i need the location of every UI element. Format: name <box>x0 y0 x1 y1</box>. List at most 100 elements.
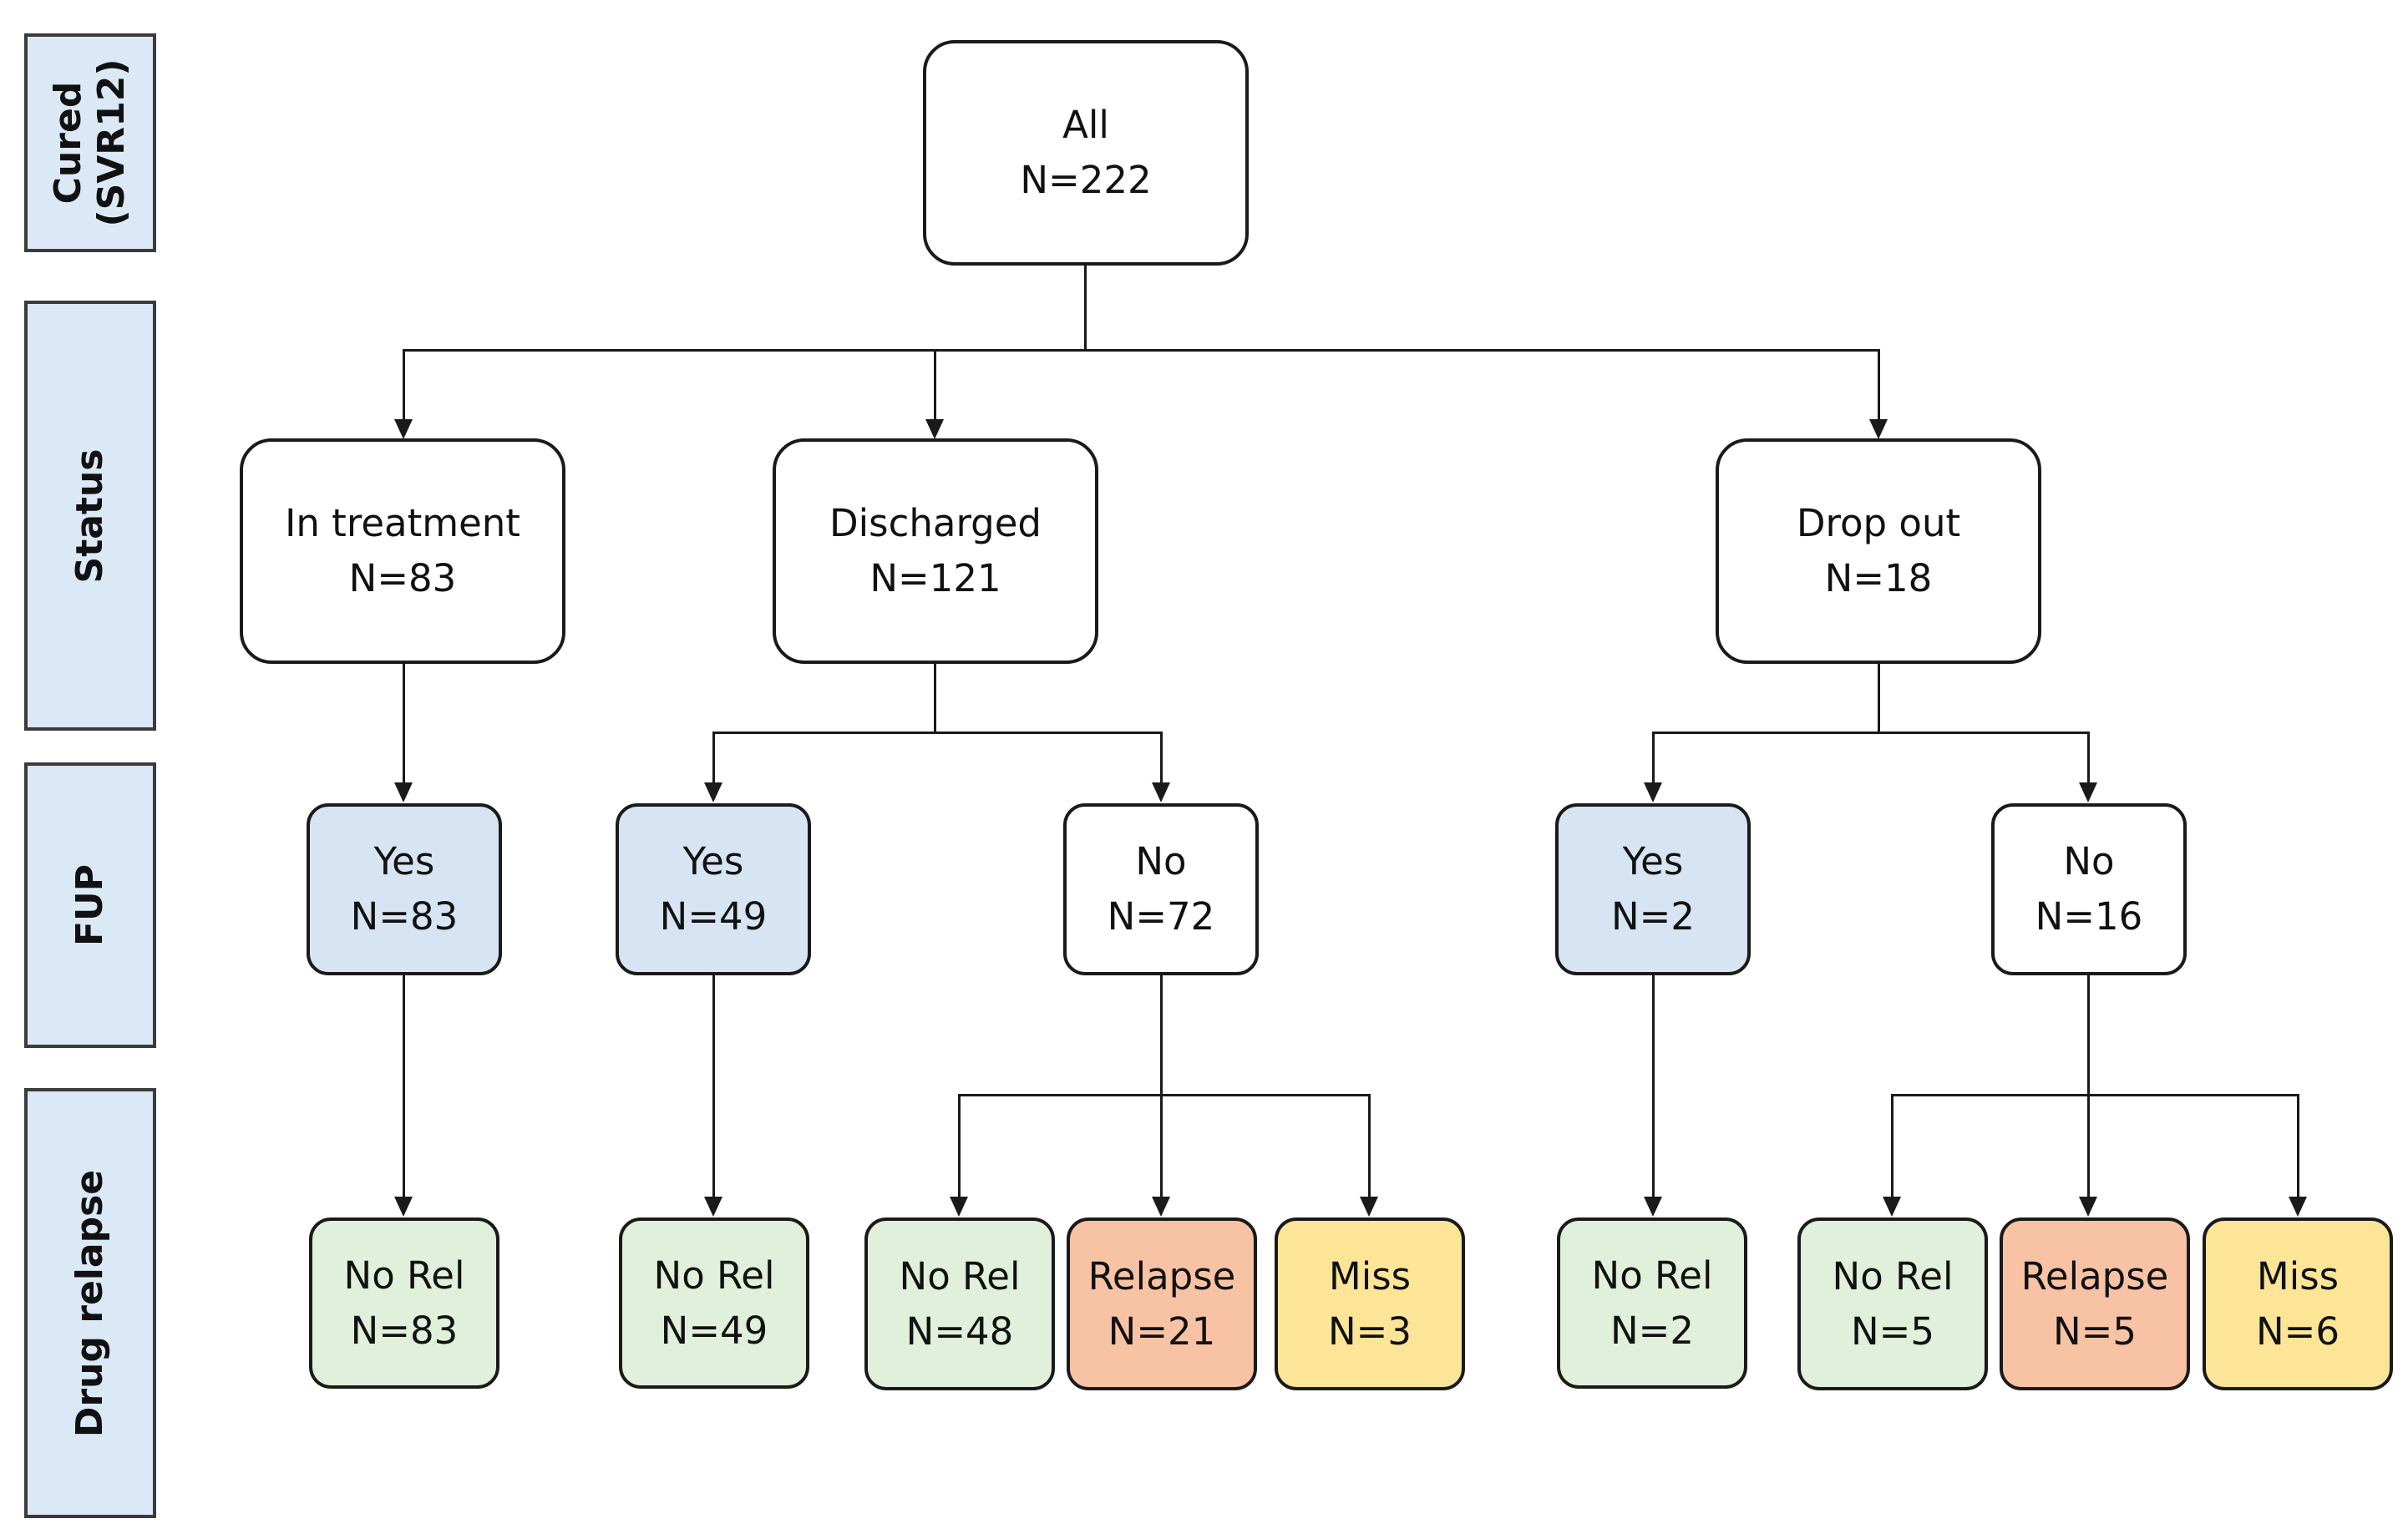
stage-drug-relapse-line1: Drug relapse <box>68 1169 111 1437</box>
node-count: N=121 <box>869 556 1001 600</box>
stage-status-label: Status <box>68 448 112 583</box>
arrow-head <box>1883 1197 1901 1217</box>
node-doyes-norel: No Rel N=2 <box>1557 1218 1747 1389</box>
arrow-head <box>704 782 722 802</box>
node-count: N=49 <box>659 894 768 939</box>
node-disno-relapse: Relapse N=21 <box>1067 1218 1257 1390</box>
node-label: No <box>1135 839 1187 883</box>
stage-fup-line1: FUP <box>68 863 111 947</box>
node-count: N=6 <box>2256 1309 2340 1354</box>
connector-line <box>1160 973 1163 1198</box>
node-label: Miss <box>2256 1253 2340 1299</box>
node-count: N=21 <box>1108 1309 1216 1354</box>
stage-drug-relapse: Drug relapse <box>24 1088 156 1518</box>
connector-line <box>958 1094 961 1198</box>
node-label: Discharged <box>829 501 1042 545</box>
node-disno-norel: No Rel N=48 <box>864 1218 1055 1390</box>
arrow-head <box>2079 782 2097 802</box>
node-count: N=5 <box>1851 1309 1934 1354</box>
arrow-head <box>394 419 413 439</box>
node-label: No Rel <box>1591 1253 1713 1298</box>
node-label: In treatment <box>285 501 520 545</box>
node-disyes-norel: No Rel N=49 <box>619 1218 809 1389</box>
connector-line <box>2297 1094 2299 1198</box>
node-count: N=5 <box>2053 1309 2137 1354</box>
connector-line <box>1652 732 1655 785</box>
node-in-treatment: In treatment N=83 <box>240 438 565 664</box>
node-count: N=222 <box>1020 158 1152 202</box>
node-count: N=49 <box>660 1308 768 1353</box>
connector-line <box>934 349 936 423</box>
node-dono-relapse: Relapse N=5 <box>2000 1218 2190 1390</box>
node-label: Miss <box>1328 1253 1412 1299</box>
node-label: All <box>1062 103 1109 147</box>
node-drop-out: Drop out N=18 <box>1716 438 2041 664</box>
node-disno-miss: Miss N=3 <box>1275 1218 1465 1390</box>
node-do-yes: Yes N=2 <box>1555 803 1751 975</box>
node-all: All N=222 <box>923 40 1249 266</box>
node-count: N=83 <box>350 894 459 939</box>
arrow-head <box>1152 1197 1170 1217</box>
stage-drug-relapse-label: Drug relapse <box>68 1169 112 1436</box>
node-dono-norel: No Rel N=5 <box>1797 1218 1988 1390</box>
node-label: No Rel <box>899 1253 1021 1299</box>
node-count: N=72 <box>1107 894 1215 939</box>
node-label: Yes <box>682 839 744 883</box>
connector-line <box>958 1094 1371 1096</box>
node-label: Relapse <box>2020 1253 2169 1299</box>
connector-line <box>2087 732 2090 785</box>
stage-cured-line1: Cured <box>47 81 89 205</box>
node-it-yes: Yes N=83 <box>307 803 502 975</box>
node-label: Relapse <box>1087 1253 1236 1299</box>
stage-status: Status <box>24 301 156 731</box>
connector-line <box>1084 263 1087 351</box>
node-label: No <box>2063 839 2115 883</box>
stage-cured: Cured (SVR12) <box>24 33 156 252</box>
arrow-head <box>1869 419 1888 439</box>
stage-cured-line2: (SVR12) <box>90 58 133 227</box>
connector-line <box>1160 732 1163 785</box>
connector-line <box>1878 661 1880 732</box>
connector-line <box>1652 732 2090 734</box>
connector-line <box>403 349 405 423</box>
stage-cured-label: Cured (SVR12) <box>47 58 134 226</box>
node-it-norel: No Rel N=83 <box>309 1218 499 1389</box>
stage-fup-label: FUP <box>68 864 112 946</box>
node-label: No Rel <box>1832 1253 1954 1299</box>
node-label: No Rel <box>343 1253 465 1298</box>
node-count: N=2 <box>1611 894 1695 939</box>
connector-line <box>1878 349 1880 423</box>
node-count: N=16 <box>2035 894 2143 939</box>
connector-line <box>1891 1094 1893 1198</box>
arrow-head <box>394 1197 413 1217</box>
arrow-head <box>1152 782 1170 802</box>
arrow-head <box>1360 1197 1378 1217</box>
connector-line <box>712 732 1163 734</box>
connector-line <box>1891 1094 2299 1096</box>
node-label: No Rel <box>653 1253 775 1298</box>
connector-line <box>403 661 405 785</box>
arrow-head <box>1644 1197 1662 1217</box>
arrow-head <box>1644 782 1662 802</box>
arrow-head <box>2079 1197 2097 1217</box>
arrow-head <box>925 419 944 439</box>
node-count: N=48 <box>905 1309 1014 1354</box>
node-label: Drop out <box>1796 501 1961 545</box>
connector-line <box>934 661 936 732</box>
connector-line <box>403 349 1880 352</box>
arrow-head <box>704 1197 722 1217</box>
node-discharged: Discharged N=121 <box>773 438 1098 664</box>
arrow-head <box>394 782 413 802</box>
connector-line <box>1368 1094 1371 1198</box>
node-count: N=2 <box>1610 1308 1694 1353</box>
node-dono-miss: Miss N=6 <box>2203 1218 2393 1390</box>
arrow-head <box>2289 1197 2307 1217</box>
stage-fup: FUP <box>24 762 156 1048</box>
connector-line <box>712 732 715 785</box>
node-count: N=83 <box>348 556 457 600</box>
node-label: Yes <box>1622 839 1684 883</box>
connector-line <box>2087 973 2090 1198</box>
stage-status-line1: Status <box>68 448 111 583</box>
connector-line <box>712 973 715 1198</box>
